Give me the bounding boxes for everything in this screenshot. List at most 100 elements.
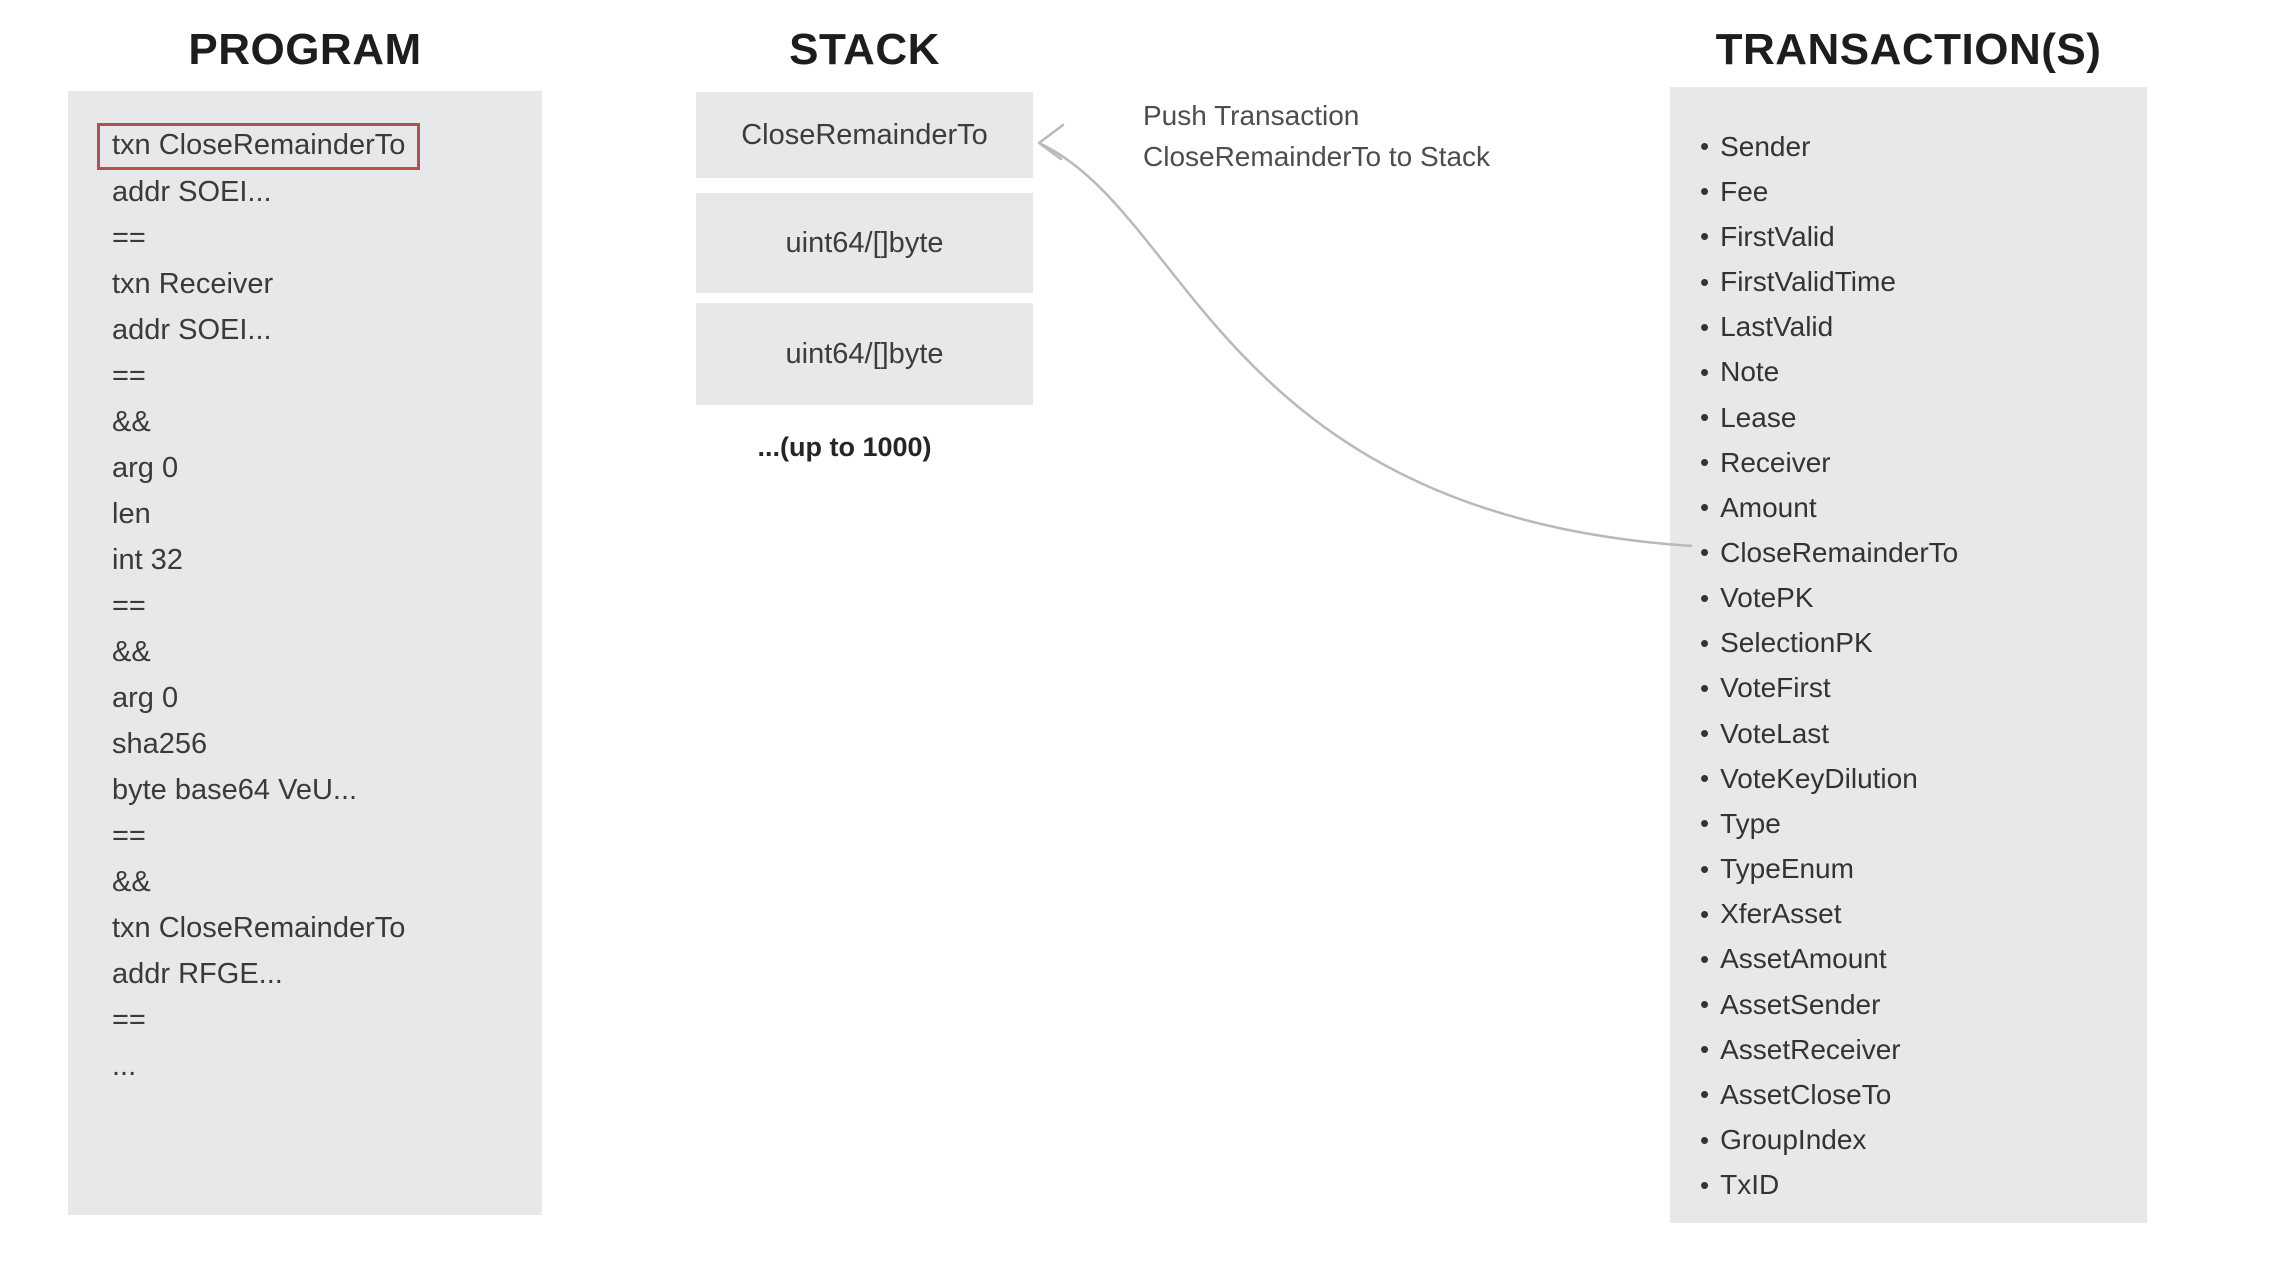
transaction-field-item: AssetCloseTo xyxy=(1700,1072,2130,1117)
transaction-field-item: FirstValidTime xyxy=(1700,259,2130,304)
program-line: int 32 xyxy=(112,537,542,583)
program-line-text: txn CloseRemainderTo xyxy=(112,911,406,944)
stack-slot-text: uint64/[]byte xyxy=(785,226,944,259)
program-line: txn CloseRemainderTo xyxy=(97,122,542,170)
transaction-field-item: AssetAmount xyxy=(1700,937,2130,982)
program-line: && xyxy=(112,859,542,905)
transaction-field-label: TxID xyxy=(1720,1169,1780,1201)
transaction-field-item: Amount xyxy=(1700,485,2130,530)
program-line: == xyxy=(112,215,542,261)
program-line-text: == xyxy=(112,221,146,254)
program-line-text: && xyxy=(112,635,151,668)
transaction-field-item: AssetReceiver xyxy=(1700,1027,2130,1072)
program-line: len xyxy=(112,491,542,537)
transaction-field-item: Lease xyxy=(1700,395,2130,440)
program-line: && xyxy=(112,629,542,675)
transactions-column-header: TRANSACTION(S) xyxy=(1715,25,2102,74)
transaction-field-label: VotePK xyxy=(1720,582,1814,614)
program-line: == xyxy=(112,583,542,629)
transaction-field-label: AssetCloseTo xyxy=(1720,1078,1892,1110)
push-arrow-curve xyxy=(1040,142,1693,548)
transaction-field-item: VotePK xyxy=(1700,576,2130,621)
transaction-field-label: AssetSender xyxy=(1720,988,1881,1020)
transaction-field-label: TypeEnum xyxy=(1720,853,1854,885)
transaction-field-label: Lease xyxy=(1720,401,1797,433)
transaction-field-label: Note xyxy=(1720,356,1780,388)
transaction-field-label: VoteKeyDilution xyxy=(1720,762,1918,794)
transaction-field-item: Type xyxy=(1700,801,2130,846)
program-line-text: arg 0 xyxy=(112,681,179,714)
transaction-field-item: CloseRemainderTo xyxy=(1700,530,2130,575)
transaction-field-item: FirstValid xyxy=(1700,214,2130,259)
program-lines: txn CloseRemainderTo addr SOEI... == txn… xyxy=(97,122,542,1089)
program-line-text: && xyxy=(112,405,151,438)
program-line: arg 0 xyxy=(112,445,542,491)
push-annotation: Push Transaction CloseRemainderTo to Sta… xyxy=(1143,95,1490,177)
program-line-text: byte base64 VeU... xyxy=(112,773,358,806)
transaction-field-label: Receiver xyxy=(1720,446,1831,478)
program-line-text: arg 0 xyxy=(112,451,179,484)
stack-column-header: STACK xyxy=(789,25,940,74)
transaction-field-label: FirstValidTime xyxy=(1720,266,1896,298)
transaction-fields-list: Sender Fee FirstValid FirstValidTime Las… xyxy=(1700,124,2130,1208)
transaction-field-item: TxID xyxy=(1700,1163,2130,1208)
transaction-field-label: Type xyxy=(1720,807,1781,839)
transaction-field-item: SelectionPK xyxy=(1700,621,2130,666)
program-line: sha256 xyxy=(112,721,542,767)
program-line-text: addr SOEI... xyxy=(112,175,272,208)
program-column-header: PROGRAM xyxy=(188,25,422,74)
stack-capacity-note: ...(up to 1000) xyxy=(757,432,932,462)
transaction-field-label: VoteLast xyxy=(1720,717,1830,749)
program-line: == xyxy=(112,813,542,859)
transaction-field-label: SelectionPK xyxy=(1720,627,1873,659)
stack-slot-text: CloseRemainderTo xyxy=(741,118,988,151)
stack-slot: uint64/[]byte xyxy=(696,303,1033,405)
program-line: && xyxy=(112,399,542,445)
transaction-field-label: FirstValid xyxy=(1720,220,1835,252)
transaction-field-label: AssetAmount xyxy=(1720,943,1887,975)
program-line: addr SOEI... xyxy=(112,169,542,215)
program-line: arg 0 xyxy=(112,675,542,721)
program-line: byte base64 VeU... xyxy=(112,767,542,813)
transaction-field-label: AssetReceiver xyxy=(1720,1033,1901,1065)
push-annotation-line1: Push Transaction xyxy=(1143,100,1360,131)
program-line-text: txn Receiver xyxy=(112,267,274,300)
transaction-field-label: CloseRemainderTo xyxy=(1720,536,1959,568)
program-line-text: == xyxy=(112,359,146,392)
program-line-text: addr RFGE... xyxy=(112,957,283,990)
program-line-text: int 32 xyxy=(112,543,183,576)
stack-slot: uint64/[]byte xyxy=(696,193,1033,293)
program-line-text: addr SOEI... xyxy=(112,313,272,346)
transaction-field-item: AssetSender xyxy=(1700,982,2130,1027)
program-line-text: sha256 xyxy=(112,727,208,760)
program-line: == xyxy=(112,997,542,1043)
transaction-field-item: VoteFirst xyxy=(1700,666,2130,711)
program-line: == xyxy=(112,353,542,399)
transaction-field-label: GroupIndex xyxy=(1720,1124,1867,1156)
transaction-field-item: XferAsset xyxy=(1700,892,2130,937)
transaction-field-item: LastValid xyxy=(1700,305,2130,350)
transaction-field-item: TypeEnum xyxy=(1700,847,2130,892)
push-annotation-line2: CloseRemainderTo to Stack xyxy=(1143,141,1491,172)
transaction-field-item: Sender xyxy=(1700,124,2130,169)
program-line: txn CloseRemainderTo xyxy=(112,905,542,951)
program-line-text: ... xyxy=(112,1049,137,1082)
transaction-field-item: Note xyxy=(1700,350,2130,395)
program-line-text: == xyxy=(112,589,146,622)
stack-slot: CloseRemainderTo xyxy=(696,92,1033,178)
program-line-text: == xyxy=(112,819,146,852)
transaction-field-label: Fee xyxy=(1720,175,1769,207)
transaction-field-item: Receiver xyxy=(1700,440,2130,485)
transaction-field-item: VoteLast xyxy=(1700,711,2130,756)
transaction-field-item: Fee xyxy=(1700,169,2130,214)
stack-slot-text: uint64/[]byte xyxy=(785,337,944,370)
transaction-field-label: VoteFirst xyxy=(1720,672,1831,704)
transaction-field-label: Sender xyxy=(1720,130,1811,162)
transaction-field-label: XferAsset xyxy=(1720,898,1842,930)
program-line-text: txn CloseRemainderTo xyxy=(97,122,421,170)
program-line-text: len xyxy=(112,497,151,530)
program-line: addr RFGE... xyxy=(112,951,542,997)
transaction-field-label: Amount xyxy=(1720,491,1817,523)
program-line: ... xyxy=(112,1043,542,1089)
